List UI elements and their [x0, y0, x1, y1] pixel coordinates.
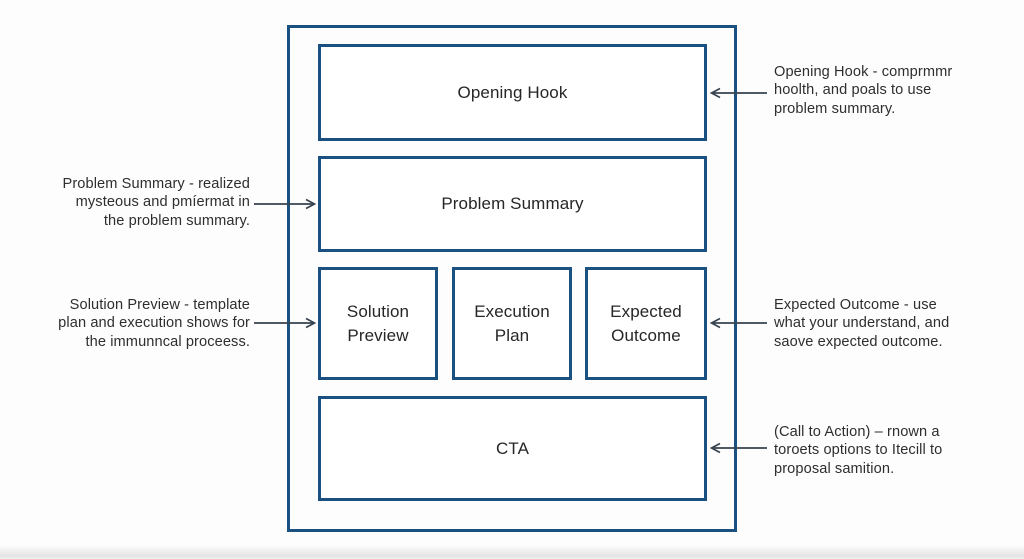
annotation-line: Expected Outcome - use	[774, 297, 937, 313]
box-execution-plan: Execution Plan	[452, 267, 572, 380]
annotation-line: proposal samition.	[774, 460, 895, 477]
box-solution-preview: Solution Preview	[318, 267, 438, 380]
box-opening-hook-label: Opening Hook	[457, 82, 568, 102]
annotation-line: problem summary.	[774, 100, 896, 117]
annotation-line: mysteous and pmíermat in	[75, 194, 250, 211]
annotation-line: Problem Summary - realized	[62, 176, 250, 192]
bottom-gradient-strip	[0, 545, 1024, 559]
annotation-line: the immunncal proceess.	[85, 333, 250, 350]
annotation-line: (Call to Action) – rnown a	[774, 424, 940, 440]
box-problem-summary-label: Problem Summary	[441, 194, 584, 213]
box-solution-preview-label-line1: Solution	[346, 301, 410, 321]
annotation-line: Opening Hook - comprmmr	[774, 64, 953, 80]
box-problem-summary: Problem Summary	[318, 156, 707, 252]
box-expected-outcome-label-line2: Outcome	[611, 325, 681, 345]
box-cta: CTA	[318, 396, 707, 501]
annotation-expected-outcome: Expected Outcome - use what your underst…	[774, 296, 979, 351]
annotation-line: what your understand, and	[774, 315, 950, 332]
annotation-cta: (Call to Action) – rnown a toroets optio…	[774, 423, 979, 478]
annotation-line: toroets options to Itecill to	[774, 442, 943, 459]
box-expected-outcome-label-line1: Expected	[610, 301, 682, 321]
annotation-solution-preview: Solution Preview - template plan and exe…	[36, 296, 250, 351]
box-expected-outcome: Expected Outcome	[585, 267, 707, 380]
annotation-line: saove expected outcome.	[774, 333, 943, 350]
annotation-problem-summary: Problem Summary - realized mysteous and …	[36, 175, 250, 230]
box-solution-preview-label-line2: Preview	[347, 325, 409, 345]
annotation-line: the problem summary.	[103, 212, 250, 229]
outer-structure-frame	[287, 25, 737, 532]
annotation-line: hoolth, and poals to use	[774, 82, 932, 99]
annotation-line: plan and execution shows for	[58, 315, 250, 332]
annotation-line: Solution Preview - template	[69, 297, 250, 313]
box-execution-plan-label-line2: Plan	[494, 325, 530, 345]
box-opening-hook: Opening Hook	[318, 44, 707, 141]
box-execution-plan-label-line1: Execution	[474, 301, 550, 321]
box-cta-label: CTA	[495, 438, 530, 458]
annotation-opening-hook: Opening Hook - comprmmr hoolth, and poal…	[774, 63, 979, 118]
